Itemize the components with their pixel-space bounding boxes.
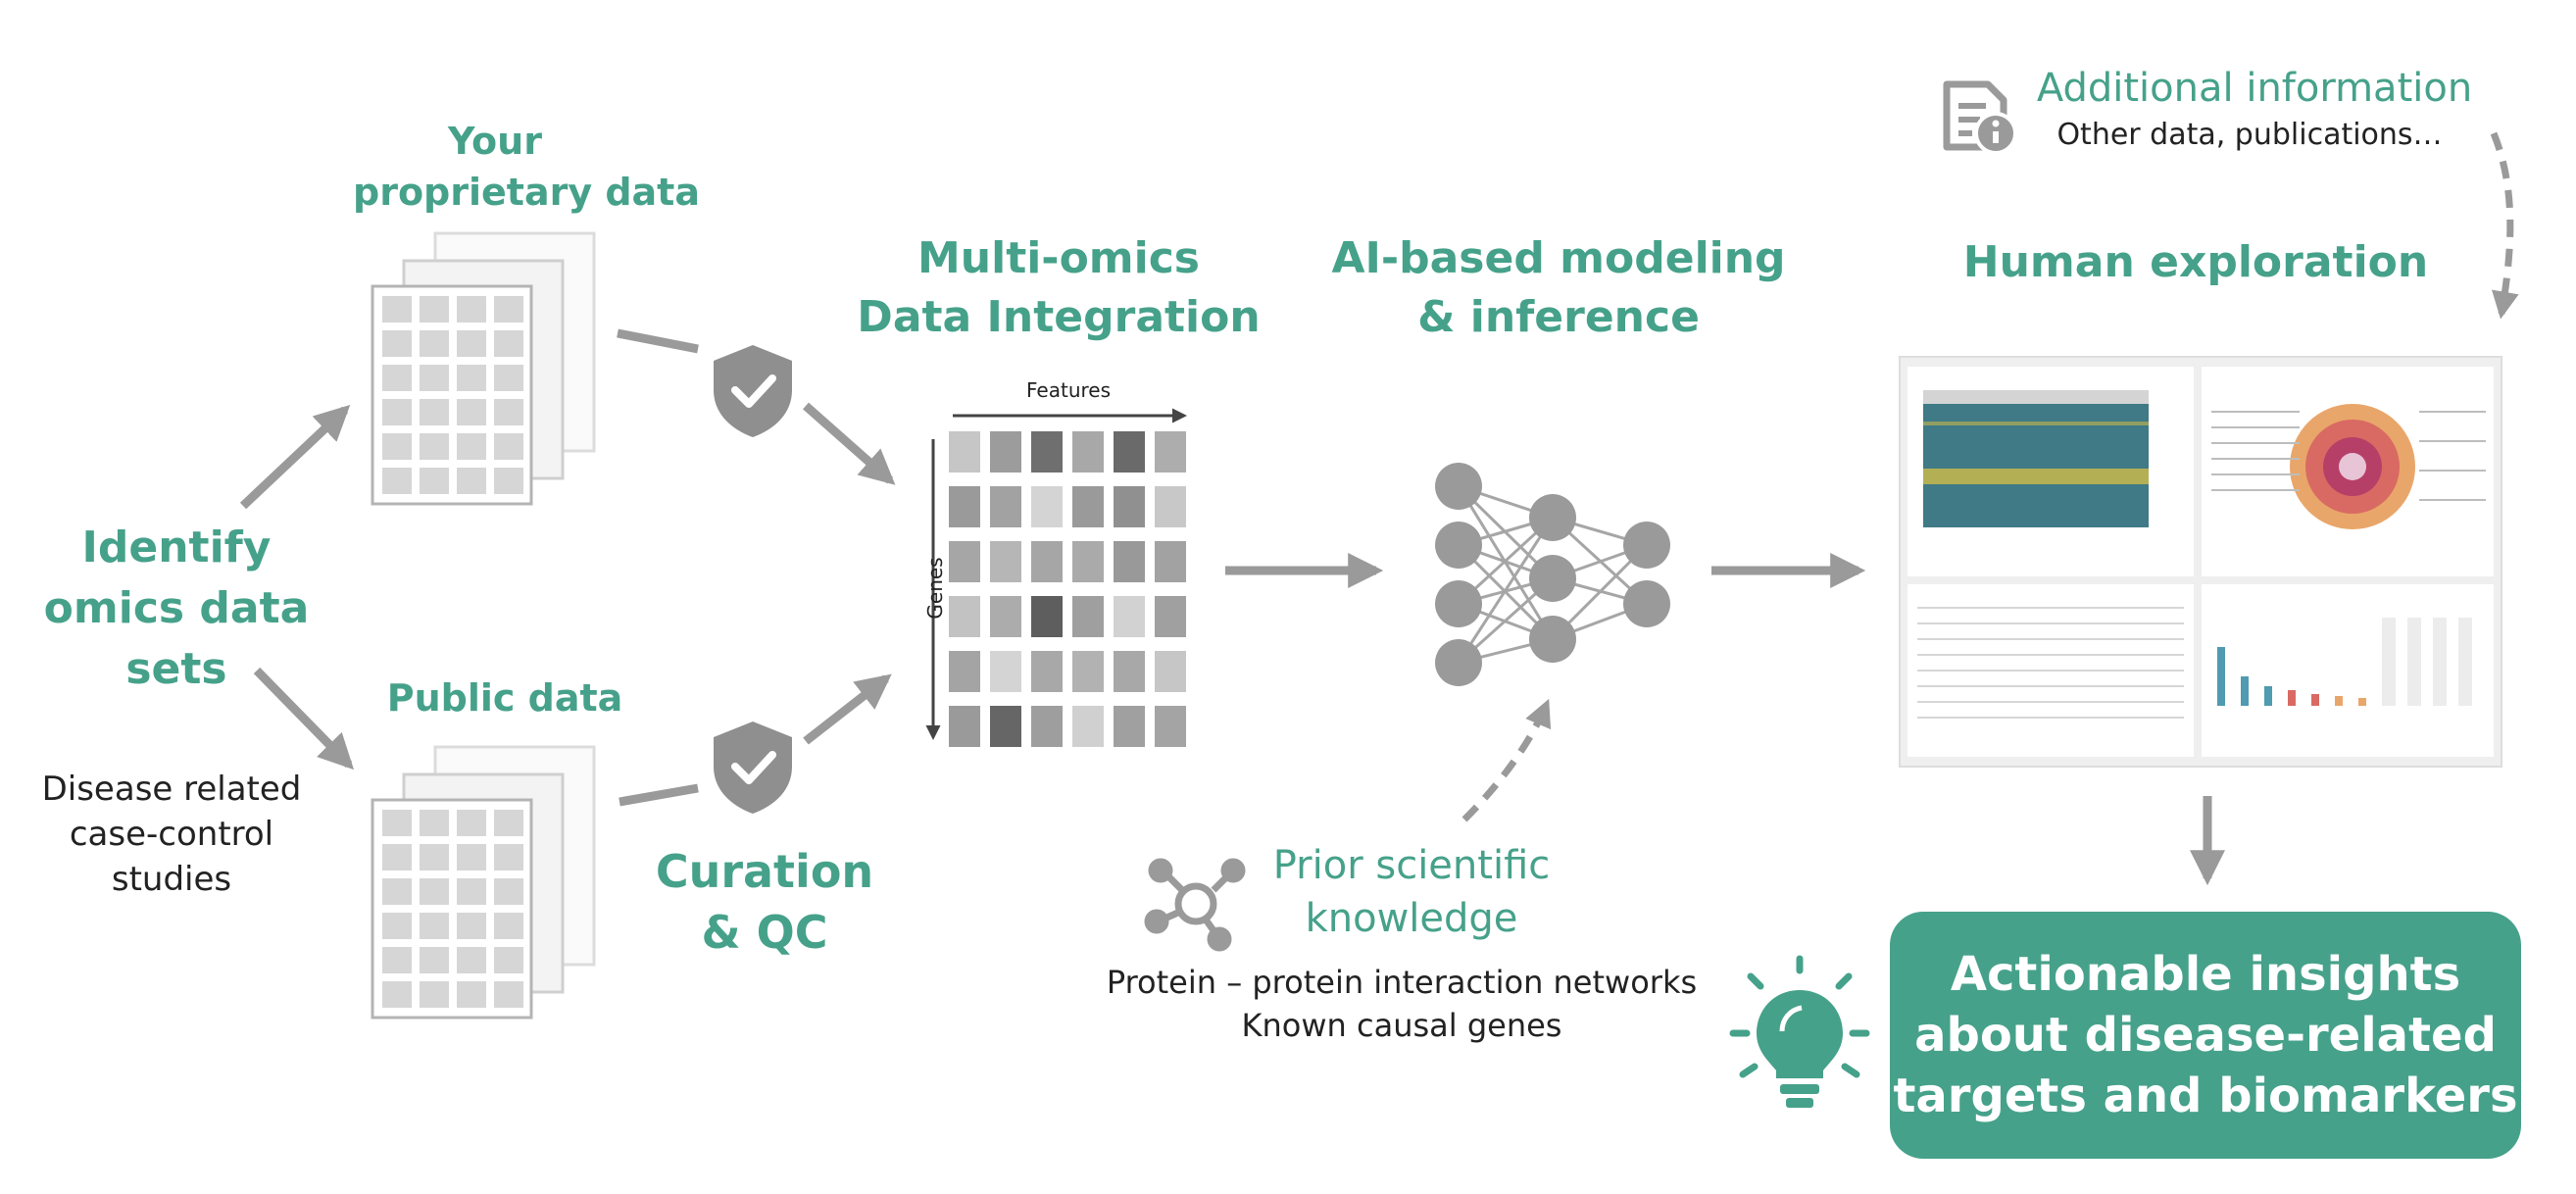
disease-line2: case-control xyxy=(69,815,274,854)
neural-network-icon xyxy=(1435,463,1670,686)
arrow-to-public xyxy=(253,667,355,771)
identify-line3: sets xyxy=(125,644,227,694)
prior-detail2: Known causal genes xyxy=(1241,1007,1562,1044)
disease-line3: studies xyxy=(111,860,232,899)
proprietary-title-line1: Your xyxy=(448,120,542,163)
prior-line2: knowledge xyxy=(1305,896,1518,941)
shield-check-icon xyxy=(714,721,792,814)
disease-description: Disease related case-control studies xyxy=(29,767,314,902)
ai-modeling-title: AI-based modeling & inference xyxy=(1313,229,1804,347)
arrow-public-to-matrix xyxy=(803,673,892,745)
arrow-prop-to-matrix xyxy=(803,402,896,485)
document-info-icon xyxy=(1943,80,2017,155)
prior-knowledge-details: Protein – protein interaction networks K… xyxy=(1019,961,1784,1047)
insights-line1: Actionable insights xyxy=(1950,947,2461,1002)
arrow-to-proprietary xyxy=(239,405,351,510)
network-node-icon xyxy=(1144,858,1246,952)
genes-label: Genes xyxy=(923,557,947,620)
proprietary-data-table-icon xyxy=(371,231,596,506)
insights-line2: about disease-related xyxy=(1914,1008,2497,1063)
curation-line1: Curation xyxy=(655,845,874,898)
proprietary-title-line2: proprietary data xyxy=(353,171,700,214)
multiomics-line2: Data Integration xyxy=(857,292,1261,342)
exploration-dashboard-thumbnail xyxy=(1899,356,2502,768)
multiomics-title: Multi-omics Data Integration xyxy=(853,229,1264,347)
arrow-public-seg1 xyxy=(619,783,699,807)
curation-line2: & QC xyxy=(701,906,828,959)
human-exploration-title: Human exploration xyxy=(1962,237,2429,287)
prior-line1: Prior scientific xyxy=(1272,843,1551,888)
additional-info-subtitle: Other data, publications… xyxy=(2056,118,2443,152)
multiomics-line1: Multi-omics xyxy=(917,233,1200,283)
dashed-arrow-prior-to-ai xyxy=(1461,698,1552,822)
curation-title: Curation & QC xyxy=(647,841,882,963)
public-data-table-icon xyxy=(371,745,596,1020)
ai-line2: & inference xyxy=(1417,292,1700,342)
prior-knowledge-title: Prior scientific knowledge xyxy=(1245,839,1578,945)
additional-info-title: Additional information xyxy=(2036,66,2473,111)
gene-feature-matrix xyxy=(949,431,1186,747)
public-data-title: Public data xyxy=(386,676,623,720)
dashed-arrow-additional-to-exploration xyxy=(2490,131,2519,320)
insights-line3: targets and biomarkers xyxy=(1893,1069,2518,1123)
features-label: Features xyxy=(1026,378,1111,402)
ai-line1: AI-based modeling xyxy=(1331,233,1786,283)
prior-detail1: Protein – protein interaction networks xyxy=(1106,964,1698,1001)
identify-line1: Identify xyxy=(81,522,272,572)
lightbulb-icon xyxy=(1729,955,1870,1108)
arrow-prop-seg1 xyxy=(617,328,699,354)
identify-line2: omics data xyxy=(43,583,310,633)
shield-check-icon xyxy=(714,345,792,437)
proprietary-data-title: Your proprietary data xyxy=(353,116,700,218)
disease-line1: Disease related xyxy=(41,770,302,809)
actionable-insights-box: Actionable insights about disease-relate… xyxy=(1890,912,2521,1159)
identify-title: Identify omics data sets xyxy=(39,518,314,700)
